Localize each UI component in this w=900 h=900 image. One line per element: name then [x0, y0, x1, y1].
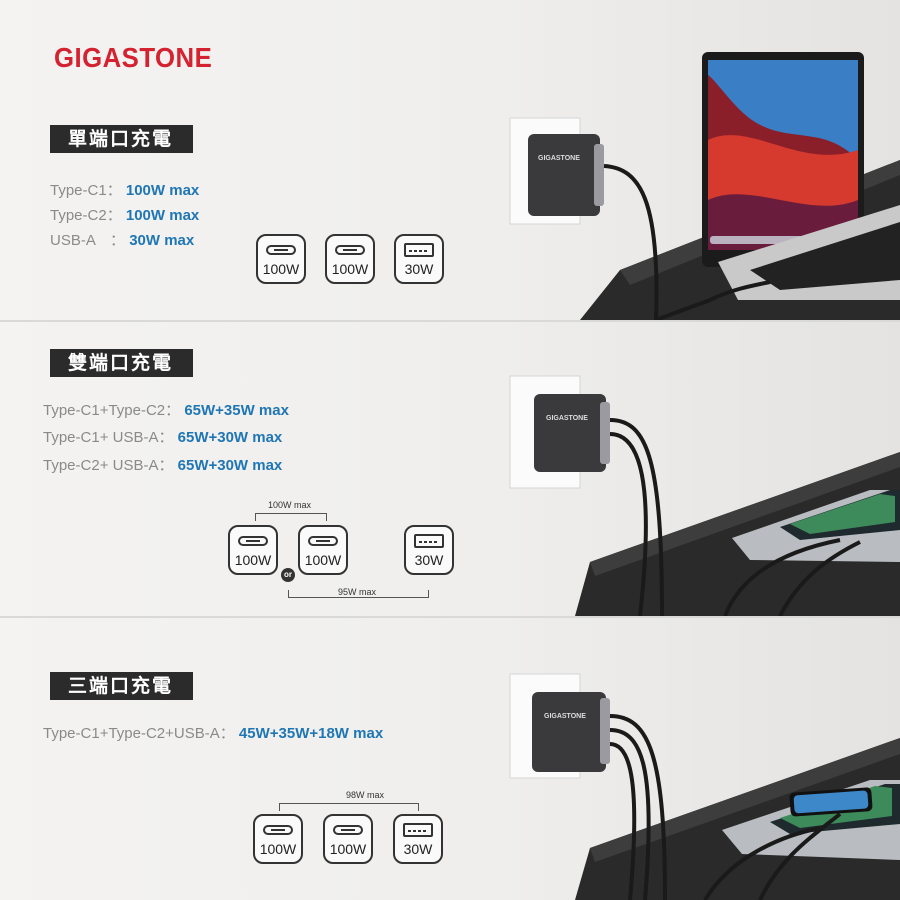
- usb-c-port-icon: 100W: [253, 814, 303, 864]
- bracket-label: 95W max: [338, 587, 377, 597]
- section-title: 單端口充電: [50, 125, 194, 153]
- usb-c-port-icon: 100W: [323, 814, 373, 864]
- or-badge: or: [281, 568, 295, 582]
- top-bracket: [255, 513, 327, 521]
- bracket-label: 98W max: [346, 790, 385, 800]
- section-title: 雙端口充電: [50, 349, 194, 377]
- tablet-charging-scene: GIGASTONE: [509, 375, 900, 616]
- usb-c-port-icon: 100W: [298, 525, 348, 575]
- section-divider: [0, 616, 900, 618]
- spec-row: Type-C1+ USB-A： 65W+30W max: [43, 429, 283, 446]
- spec-row: Type-C2： 100W max: [50, 207, 200, 224]
- section-dual-port: 雙端口充電 Type-C1+Type-C2： 65W+35W max Type-…: [0, 322, 900, 616]
- spec-row: Type-C1+Type-C2： 65W+35W max: [43, 402, 289, 419]
- bracket-label: 100W max: [268, 500, 312, 510]
- usb-c-port-icon: 100W: [256, 234, 306, 284]
- section-title: 三端口充電: [50, 672, 194, 700]
- usb-c-port-icon: 100W: [325, 234, 375, 284]
- spec-row: Type-C1： 100W max: [50, 182, 200, 199]
- usb-a-port-icon: 30W: [393, 814, 443, 864]
- laptop-charging-scene: GIGASTONE: [509, 52, 900, 320]
- spec-row: Type-C2+ USB-A： 65W+30W max: [43, 457, 283, 474]
- top-bracket: [279, 803, 419, 811]
- section-single-port: GIGASTONE 單端口充電 Type-C1： 100W max Type-C…: [0, 0, 900, 320]
- brand-logo: GIGASTONE: [54, 42, 213, 73]
- charger-brand-label: GIGASTONE: [544, 713, 586, 720]
- multi-device-charging-scene: GIGASTONE: [509, 673, 900, 900]
- section-triple-port: 三端口充電 Type-C1+Type-C2+USB-A： 45W+35W+18W…: [0, 618, 900, 900]
- usb-a-port-icon: 30W: [404, 525, 454, 575]
- charger-brand-label: GIGASTONE: [546, 415, 588, 422]
- usb-c-port-icon: 100W: [228, 525, 278, 575]
- bottom-bracket: [288, 590, 429, 598]
- charger-brand-label: GIGASTONE: [538, 155, 580, 162]
- spec-row: USB-A ： 30W max: [50, 232, 195, 249]
- spec-row: Type-C1+Type-C2+USB-A： 45W+35W+18W max: [43, 725, 384, 742]
- section-divider: [0, 320, 900, 322]
- usb-a-port-icon: 30W: [394, 234, 444, 284]
